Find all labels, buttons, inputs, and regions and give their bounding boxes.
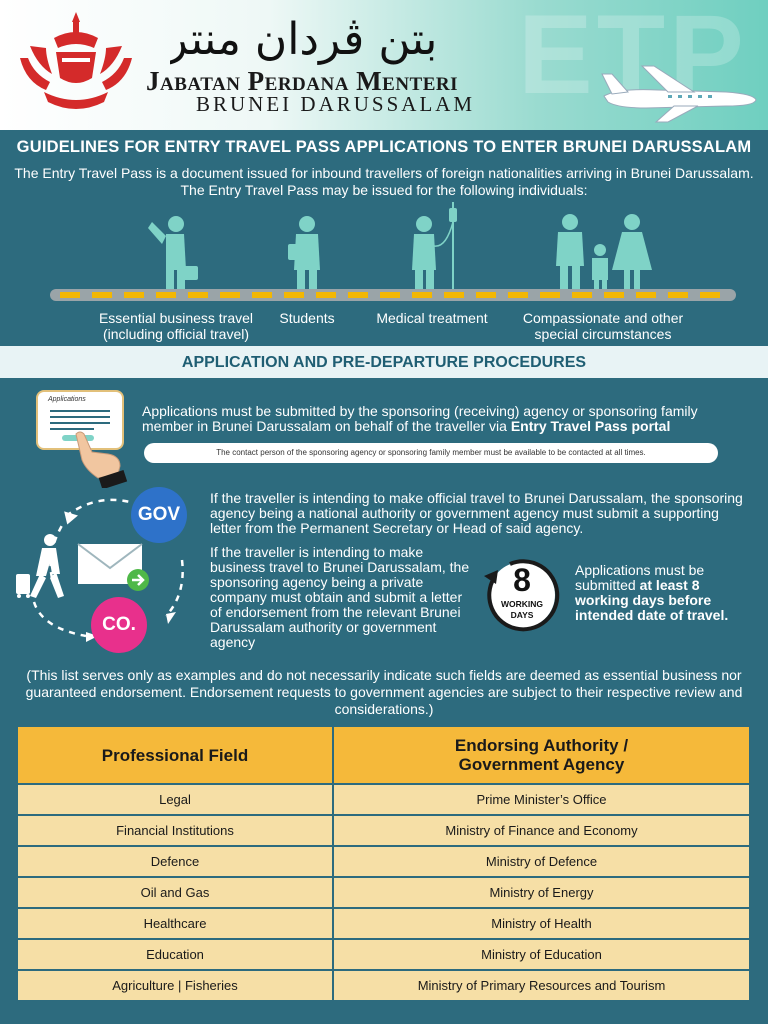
field-cell: Education	[18, 940, 332, 971]
authority-cell: Ministry of Education	[332, 940, 749, 971]
endorsement-table: Professional Field Endorsing Authority /…	[18, 727, 749, 1002]
field-cell: Oil and Gas	[18, 878, 332, 909]
category-compassionate: Compassionate and other special circumst…	[522, 310, 684, 342]
applications-card-label: Applications	[48, 396, 86, 403]
header-professional-field: Professional Field	[18, 727, 332, 785]
deadline-text: Applications must be submitted at least …	[575, 562, 729, 623]
field-cell: Agriculture | Fisheries	[18, 971, 332, 1002]
envelope-icon	[77, 543, 149, 591]
intro-text: The Entry Travel Pass is a document issu…	[0, 165, 768, 199]
authority-cell: Ministry of Defence	[332, 847, 749, 878]
submission-text: Applications must be submitted by the sp…	[142, 403, 698, 434]
traveller-suitcase-icon	[16, 534, 64, 598]
authority-cell: Prime Minister’s Office	[332, 785, 749, 816]
section-bar	[0, 346, 768, 378]
working-days-number: 8	[513, 562, 531, 598]
business-traveller-icon	[148, 216, 198, 296]
org-subtitle: BRUNEI DARUSSALAM	[196, 92, 476, 116]
traveller-figures	[148, 202, 652, 296]
category-business: Essential business travel (including off…	[98, 310, 254, 342]
arabic-title-graphic: جابتن ڤردان منتري	[170, 14, 440, 65]
svg-text:جابتن ڤردان منتري: جابتن ڤردان منتري	[170, 14, 440, 65]
medical-patient-icon	[412, 202, 457, 296]
endorsement-cycle-graphic	[16, 498, 184, 642]
gov-badge: GOV	[131, 487, 187, 543]
category-track	[50, 289, 736, 301]
field-cell: Defence	[18, 847, 332, 878]
business-travel-text: If the traveller is intending to make bu…	[210, 544, 470, 650]
pointing-hand-icon	[75, 431, 128, 488]
etp-portal-link[interactable]: Entry Travel Pass portal	[510, 418, 671, 434]
table-header-row: Professional Field Endorsing Authority /…	[18, 727, 749, 785]
category-medical: Medical treatment	[376, 310, 488, 326]
official-travel-text: If the traveller is intending to make of…	[210, 490, 743, 536]
authority-cell: Ministry of Health	[332, 909, 749, 940]
student-icon	[288, 216, 320, 296]
airplane-icon	[601, 65, 757, 123]
authority-cell: Ministry of Primary Resources and Touris…	[332, 971, 749, 1002]
contact-note: The contact person of the sponsoring age…	[144, 443, 718, 463]
authority-cell: Ministry of Finance and Economy	[332, 816, 749, 847]
intro-line-1: The Entry Travel Pass is a document issu…	[14, 165, 754, 181]
org-name: Jabatan Perdana Menteri	[146, 66, 459, 96]
category-students: Students	[279, 310, 335, 326]
working-days-clock-icon	[484, 559, 560, 632]
header: جابتن ڤردان منتري ETP Jabatan Perdana Me…	[0, 0, 768, 130]
field-cell: Legal	[18, 785, 332, 816]
page-title: GUIDELINES FOR ENTRY TRAVEL PASS APPLICA…	[16, 138, 752, 156]
section-title: APPLICATION AND PRE-DEPARTURE PROCEDURES	[181, 354, 587, 371]
field-cell: Healthcare	[18, 909, 332, 940]
header-endorsing-authority: Endorsing Authority / Government Agency	[332, 727, 749, 785]
disclaimer-note: (This list serves only as examples and d…	[25, 667, 743, 717]
family-icon	[556, 214, 652, 296]
working-days-label-2: DAYS	[510, 610, 534, 620]
working-days-label-1: WORKING	[500, 599, 544, 609]
field-cell: Financial Institutions	[18, 816, 332, 847]
company-badge: CO.	[91, 597, 147, 653]
brunei-crest-icon	[20, 12, 132, 109]
authority-cell: Ministry of Energy	[332, 878, 749, 909]
intro-line-2: The Entry Travel Pass may be issued for …	[180, 182, 588, 198]
